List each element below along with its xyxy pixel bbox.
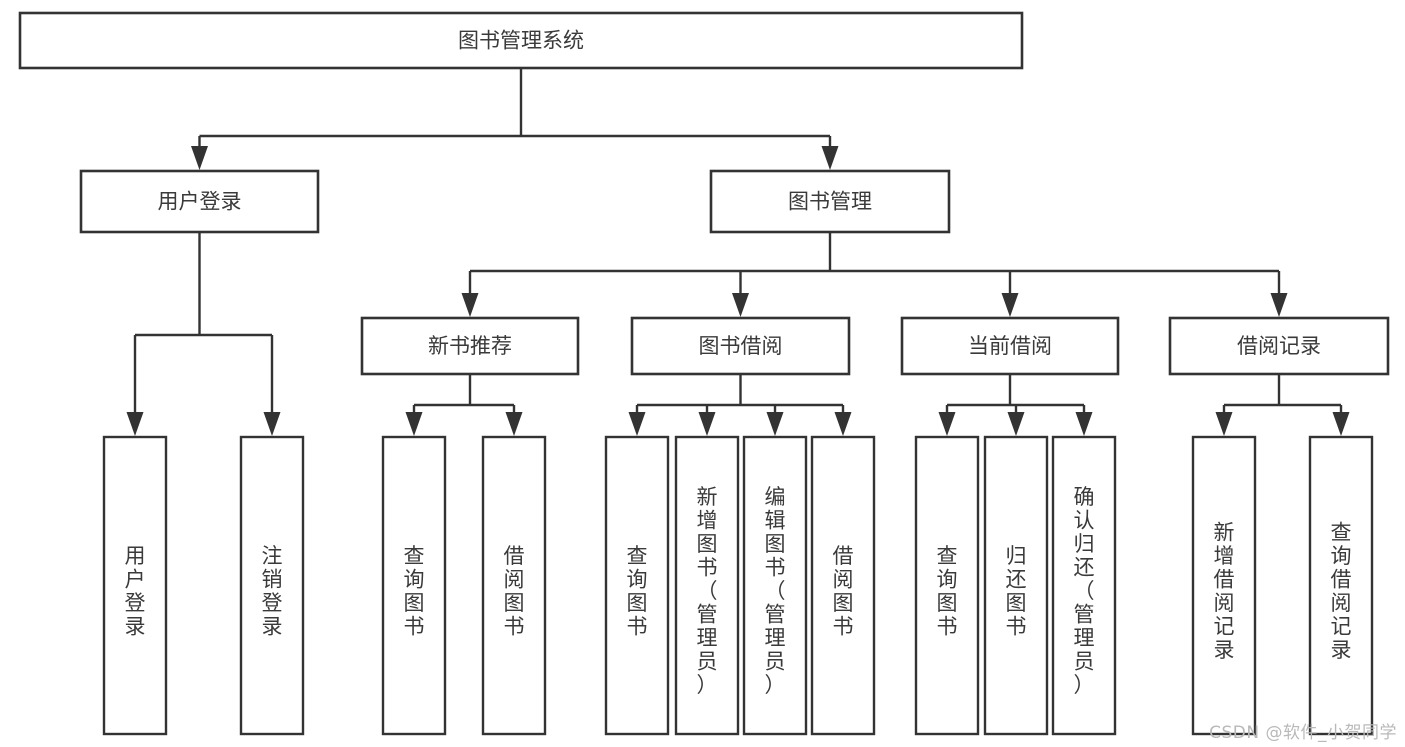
node-label: 新增图书（管理员） bbox=[697, 485, 718, 697]
node-box bbox=[914, 435, 980, 736]
node-label: 新书推荐 bbox=[428, 334, 512, 358]
node-box bbox=[1168, 316, 1390, 376]
node-leaf-cur-query[interactable]: 查询图书 bbox=[914, 435, 980, 736]
arrow-head-icon bbox=[263, 412, 281, 436]
node-label: 借阅图书 bbox=[833, 544, 854, 639]
node-leaf-borrow-query[interactable]: 查询图书 bbox=[604, 435, 670, 736]
node-label: 借阅图书 bbox=[504, 544, 525, 639]
node-label: 注销登录 bbox=[262, 544, 283, 639]
node-box bbox=[604, 435, 670, 736]
node-box bbox=[674, 435, 740, 736]
arrow-head-icon bbox=[1332, 412, 1350, 436]
node-label: 图书管理系统 bbox=[458, 29, 584, 53]
node-label: 新增借阅记录 bbox=[1214, 520, 1235, 662]
node-label: 用户登录 bbox=[125, 544, 146, 639]
node-borrow[interactable]: 图书借阅 bbox=[630, 316, 851, 376]
edge-group-login bbox=[126, 232, 281, 436]
arrow-head-icon bbox=[405, 412, 423, 436]
node-label: 查询借阅记录 bbox=[1331, 520, 1352, 662]
node-box bbox=[381, 435, 447, 736]
node-box bbox=[481, 435, 547, 736]
edge-group-newbook bbox=[405, 374, 523, 436]
node-leaf-borrow-add[interactable]: 新增图书（管理员） bbox=[674, 435, 740, 736]
node-label: 图书借阅 bbox=[699, 334, 783, 358]
node-leaf-user-logout[interactable]: 注销登录 bbox=[239, 435, 305, 736]
node-box bbox=[709, 169, 951, 234]
arrow-head-icon bbox=[628, 412, 646, 436]
node-record[interactable]: 借阅记录 bbox=[1168, 316, 1390, 376]
node-label: 查询图书 bbox=[627, 544, 648, 639]
node-box bbox=[1191, 435, 1257, 736]
arrow-head-icon bbox=[698, 412, 716, 436]
edge-group-bookmgmt bbox=[461, 232, 1288, 317]
arrow-head-icon bbox=[834, 412, 852, 436]
node-box bbox=[18, 11, 1024, 70]
node-label: 查询图书 bbox=[937, 544, 958, 639]
node-box bbox=[1308, 435, 1374, 736]
arrow-head-icon bbox=[505, 412, 523, 436]
node-label: 用户登录 bbox=[158, 190, 242, 214]
arrow-head-icon bbox=[732, 293, 749, 317]
node-label: 图书管理 bbox=[788, 190, 872, 214]
node-label: 查询图书 bbox=[404, 544, 425, 639]
node-box bbox=[983, 435, 1049, 736]
node-box bbox=[810, 435, 876, 736]
node-box bbox=[360, 316, 580, 376]
arrow-head-icon bbox=[461, 293, 479, 317]
node-leaf-cur-confirm[interactable]: 确认归还（管理员） bbox=[1051, 435, 1117, 736]
arrow-head-icon bbox=[1270, 293, 1288, 317]
edge-group-record bbox=[1215, 374, 1350, 436]
arrow-head-icon bbox=[821, 146, 839, 170]
node-box bbox=[1051, 435, 1117, 736]
arrow-head-icon bbox=[1215, 412, 1233, 436]
node-box bbox=[630, 316, 851, 376]
edge-group-current bbox=[938, 374, 1093, 436]
node-label: 确认归还（管理员） bbox=[1074, 485, 1095, 697]
node-bookmgmt[interactable]: 图书管理 bbox=[709, 169, 951, 234]
node-label: 当前借阅 bbox=[968, 334, 1052, 358]
node-leaf-new-borrow[interactable]: 借阅图书 bbox=[481, 435, 547, 736]
edges-layer bbox=[126, 68, 1350, 436]
node-box bbox=[79, 169, 320, 234]
node-leaf-user-login[interactable]: 用户登录 bbox=[102, 435, 168, 736]
node-root[interactable]: 图书管理系统 bbox=[18, 11, 1024, 70]
watermark-text: CSDN @软件_小贺同学 bbox=[1209, 723, 1397, 743]
node-leaf-borrow-lend[interactable]: 借阅图书 bbox=[810, 435, 876, 736]
edge-group-root bbox=[191, 68, 839, 170]
arrow-head-icon bbox=[126, 412, 144, 436]
node-box bbox=[742, 435, 808, 736]
node-label: 编辑图书（管理员） bbox=[765, 485, 786, 697]
node-newbook[interactable]: 新书推荐 bbox=[360, 316, 580, 376]
node-current[interactable]: 当前借阅 bbox=[900, 316, 1120, 376]
arrow-head-icon bbox=[1007, 412, 1025, 436]
node-leaf-new-query[interactable]: 查询图书 bbox=[381, 435, 447, 736]
node-login[interactable]: 用户登录 bbox=[79, 169, 320, 234]
node-leaf-borrow-edit[interactable]: 编辑图书（管理员） bbox=[742, 435, 808, 736]
node-box bbox=[239, 435, 305, 736]
nodes-layer: 图书管理系统用户登录图书管理新书推荐图书借阅当前借阅借阅记录用户登录注销登录查询… bbox=[18, 11, 1390, 736]
arrow-head-icon bbox=[938, 412, 956, 436]
node-leaf-rec-query[interactable]: 查询借阅记录 bbox=[1308, 435, 1374, 736]
node-label: 借阅记录 bbox=[1237, 334, 1321, 358]
node-box bbox=[102, 435, 168, 736]
arrow-head-icon bbox=[766, 412, 784, 436]
node-box bbox=[900, 316, 1120, 376]
node-leaf-rec-add[interactable]: 新增借阅记录 bbox=[1191, 435, 1257, 736]
node-label: 归还图书 bbox=[1006, 544, 1027, 639]
arrow-head-icon bbox=[1001, 293, 1019, 317]
node-leaf-cur-return[interactable]: 归还图书 bbox=[983, 435, 1049, 736]
arrow-head-icon bbox=[191, 146, 208, 170]
arrow-head-icon bbox=[1075, 412, 1093, 436]
edge-group-borrow bbox=[628, 374, 852, 436]
